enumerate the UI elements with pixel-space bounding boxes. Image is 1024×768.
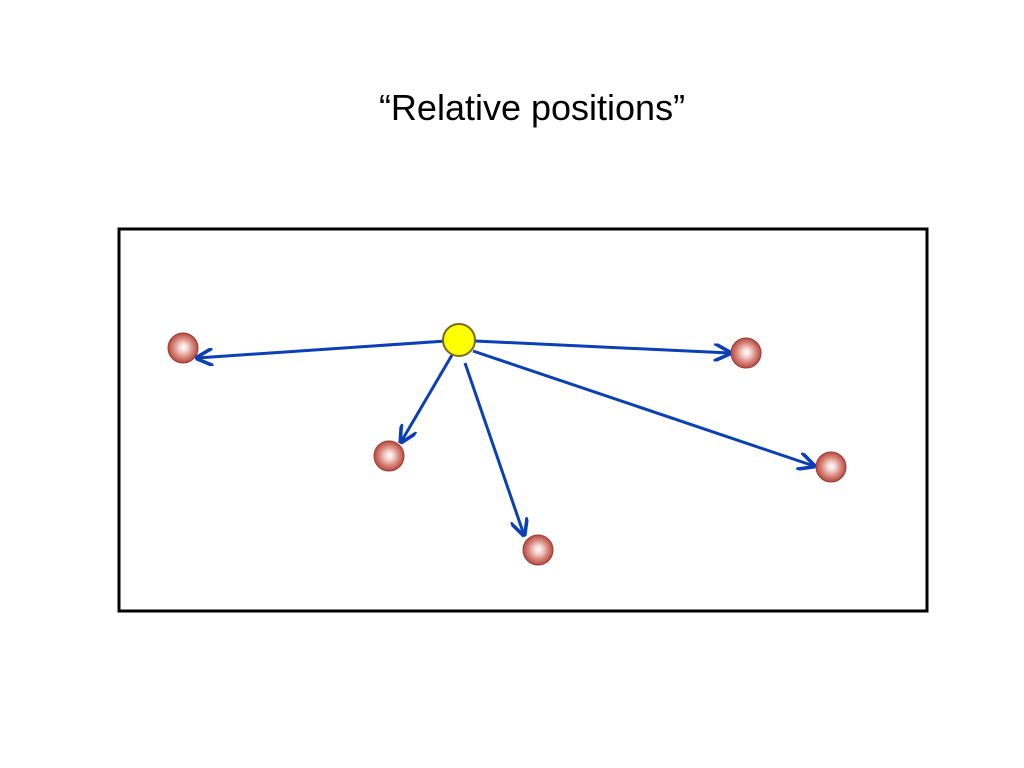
arrow-to-lower-left-node [401, 354, 454, 442]
neighbor-node-bottom [522, 534, 554, 566]
slide-title: “Relative positions” [378, 87, 686, 128]
arrow-to-left-node [197, 339, 447, 358]
neighbor-node-right [730, 337, 762, 369]
arrow-to-right-node [474, 339, 730, 353]
center-node [442, 323, 476, 357]
neighbor-node-lower-left [373, 440, 405, 472]
arrow-to-far-right-node [472, 349, 814, 466]
neighbor-node-far-right [815, 451, 847, 483]
arrow-to-bottom-node [463, 362, 524, 535]
diagram-frame [117, 227, 929, 613]
neighbor-node-left [167, 332, 199, 364]
